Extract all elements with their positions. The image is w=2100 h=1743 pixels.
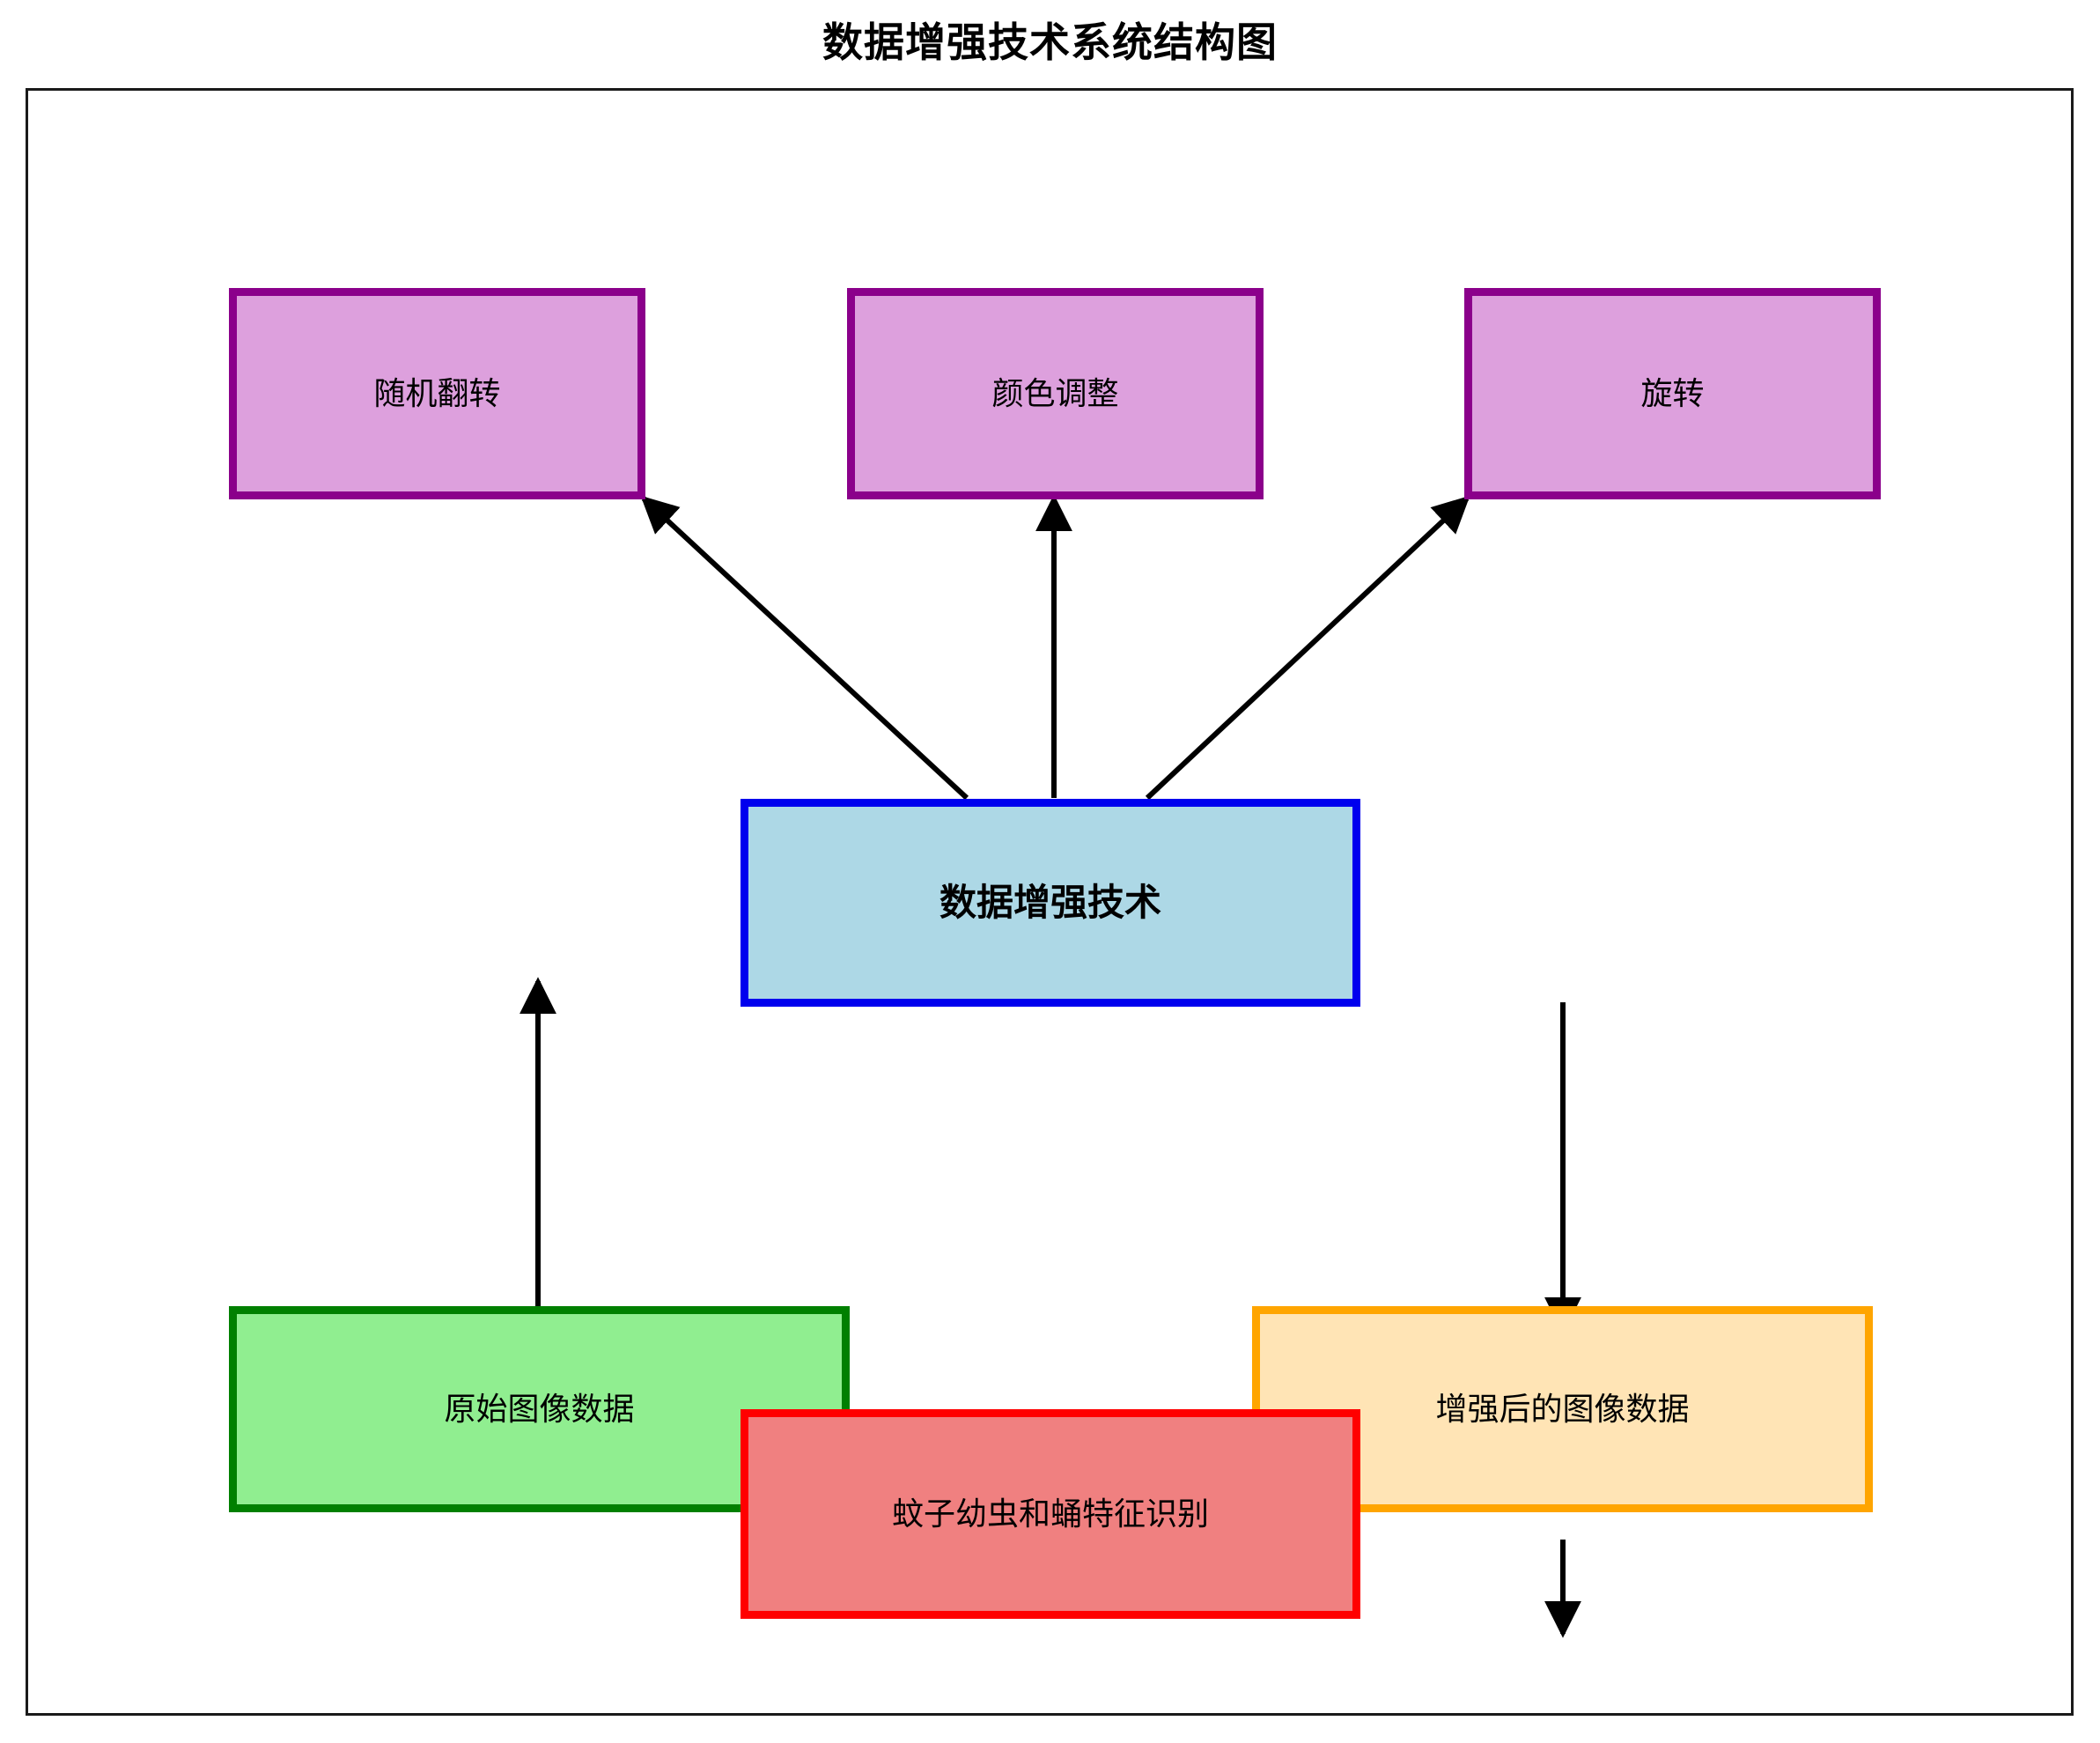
node-rotation[interactable]: 旋转 xyxy=(1464,288,1881,499)
node-label: 随机翻转 xyxy=(373,375,501,412)
page-title: 数据增强技术系统结构图 xyxy=(822,19,1278,65)
node-label: 颜色调整 xyxy=(991,375,1119,412)
node-color-adjust[interactable]: 颜色调整 xyxy=(847,288,1264,499)
node-label: 蚊子幼虫和蛹特征识别 xyxy=(891,1496,1209,1533)
node-data-augmentation[interactable]: 数据增强技术 xyxy=(741,799,1360,1007)
node-mosquito-larva-pupa-feature-recognition[interactable]: 蚊子幼虫和蛹特征识别 xyxy=(741,1409,1360,1619)
node-label: 原始图像数据 xyxy=(444,1391,635,1428)
node-label: 旋转 xyxy=(1640,375,1705,412)
node-label: 增强后的图像数据 xyxy=(1435,1391,1690,1428)
node-label: 数据增强技术 xyxy=(939,881,1161,923)
node-random-flip[interactable]: 随机翻转 xyxy=(229,288,645,499)
